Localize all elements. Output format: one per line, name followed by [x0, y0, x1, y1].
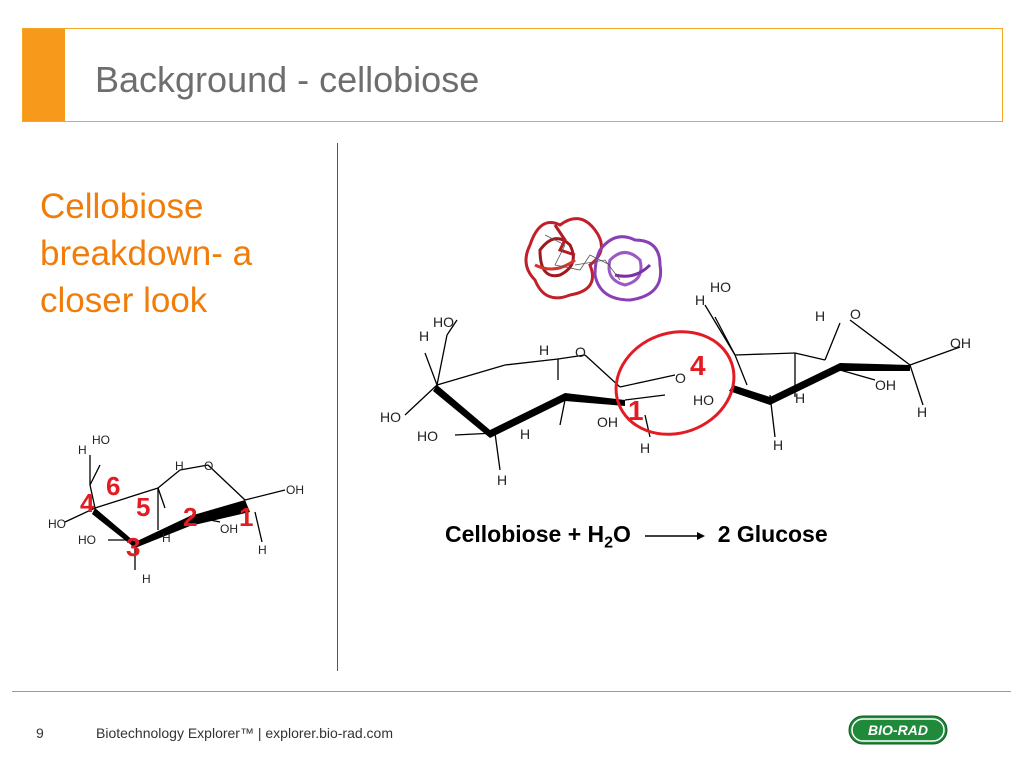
label-h: H — [419, 328, 429, 344]
label-ho: HO — [48, 517, 66, 531]
equation-oxygen: O — [613, 521, 631, 547]
label-h: H — [640, 440, 650, 456]
label-h: H — [773, 437, 783, 453]
label-ho: HO — [693, 392, 714, 408]
label-h: H — [520, 426, 530, 442]
bridge-oxygen: O — [675, 370, 686, 386]
glucose-structure: HO H H O OH HO OH HO H H H 6 4 5 2 1 3 — [48, 433, 304, 586]
subheading: Cellobiose breakdown- a closer look — [40, 183, 320, 324]
logo-text: BIO-RAD — [868, 722, 928, 738]
label-oh: OH — [950, 335, 971, 351]
label-ho: HO — [417, 428, 438, 444]
carbon-number-5: 5 — [136, 492, 150, 522]
label-o: O — [850, 306, 861, 322]
title-accent-bar — [23, 29, 65, 121]
reaction-arrow — [645, 531, 706, 540]
carbon-number-1: 1 — [239, 502, 253, 532]
label-o: O — [204, 459, 213, 473]
footer-divider — [12, 691, 1011, 692]
enzyme-protein-image — [524, 217, 663, 302]
label-oh: OH — [220, 522, 238, 536]
label-ho: HO — [92, 433, 110, 447]
carbon-number-3: 3 — [126, 532, 140, 562]
label-ho: HO — [710, 279, 731, 295]
equation-product: 2 Glucose — [717, 521, 828, 547]
label-h: H — [175, 459, 184, 473]
title-box: Background - cellobiose — [22, 28, 1003, 122]
vertical-divider — [337, 143, 338, 671]
label-h: H — [815, 308, 825, 324]
label-h: H — [78, 443, 87, 457]
subheading-line-2: breakdown- a — [40, 234, 253, 273]
label-ho: HO — [380, 409, 401, 425]
label-h: H — [795, 390, 805, 406]
label-ho: HO — [433, 314, 454, 330]
carbon-number-1: 1 — [628, 395, 644, 426]
label-h: H — [917, 404, 927, 420]
subheading-line-3: closer look — [40, 281, 208, 320]
label-h: H — [695, 292, 705, 308]
label-h: H — [162, 531, 171, 545]
slide-title: Background - cellobiose — [95, 59, 480, 100]
label-oh: OH — [597, 414, 618, 430]
equation-subscript: 2 — [604, 534, 614, 552]
label-h: H — [497, 472, 507, 488]
label-h: H — [539, 342, 549, 358]
label-h: H — [142, 572, 151, 586]
cellobiose-structure: HO H H O HO HO H OH H O H HO H H O OH OH… — [380, 279, 971, 488]
reaction-equation: Cellobiose + H2O 2 Glucose — [445, 521, 828, 553]
carbon-number-4: 4 — [80, 488, 95, 518]
label-oh: OH — [286, 483, 304, 497]
label-ho: HO — [78, 533, 96, 547]
bio-rad-logo: BIO-RAD — [848, 715, 948, 745]
label-h: H — [258, 543, 267, 557]
carbon-number-4: 4 — [690, 350, 706, 381]
footer-text: Biotechnology Explorer™ | explorer.bio-r… — [96, 725, 394, 741]
carbon-number-6: 6 — [106, 471, 120, 501]
label-oh: OH — [875, 377, 896, 393]
label-o: O — [575, 344, 586, 360]
carbon-number-2: 2 — [183, 502, 197, 532]
subheading-line-1: Cellobiose — [40, 187, 204, 226]
equation-reactant: Cellobiose + H — [445, 521, 605, 547]
page-number: 9 — [36, 725, 44, 741]
